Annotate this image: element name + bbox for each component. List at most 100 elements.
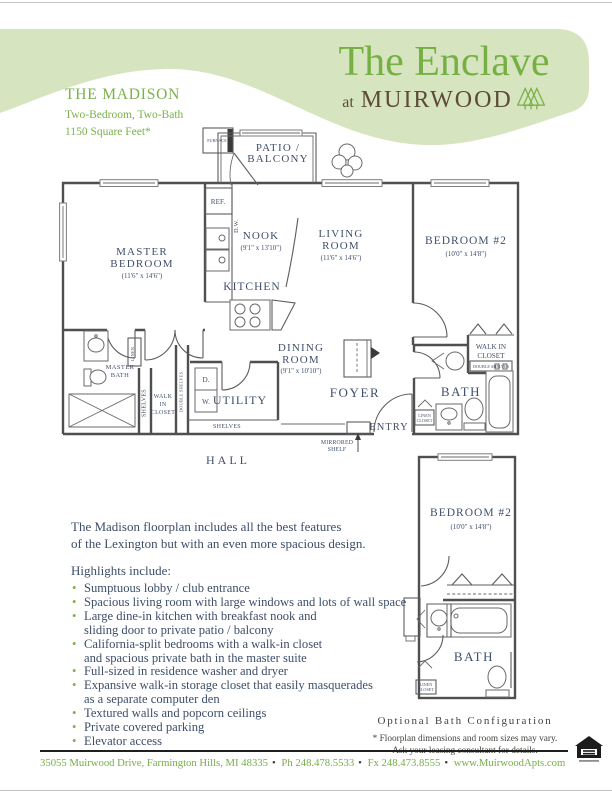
foyer-closet: [343, 339, 380, 378]
plan-type: Two-Bedroom, Two-Bath: [65, 109, 184, 121]
floor-plan-main: FURNACE PATIO / BALCONY: [59, 127, 520, 467]
highlight-item: Large dine-in kitchen with breakfast noo…: [71, 609, 417, 638]
tree-icon: [331, 143, 363, 178]
walkin-label-2: IN: [160, 402, 167, 408]
brand-at: at: [342, 94, 354, 112]
brand-block: The Enclave at MUIRWOOD: [322, 40, 566, 114]
optional-plan-caption: Optional Bath Configuration: [377, 715, 553, 727]
room-label-dining-1: DINING: [278, 342, 324, 354]
footnote-line-1: * Floorplan dimensions and room sizes ma…: [372, 734, 558, 744]
furnace-label: FURNACE: [207, 138, 227, 143]
highlight-item: Elevator access: [71, 734, 417, 749]
room-label-foyer: FOYER: [330, 385, 381, 400]
highlight-item: Expansive walk-in storage closet that ea…: [71, 678, 417, 707]
equal-housing-logo: [575, 736, 603, 762]
walkin2-label-1: WALK IN: [476, 343, 507, 351]
room-label-utility: UTILITY: [213, 393, 267, 407]
master-bath-fixtures: [68, 330, 136, 428]
floor-plan-optional: BEDROOM #2 (10'0" x 14'8") BATH LINEN CL…: [403, 453, 517, 700]
highlight-item: Full-sized in residence washer and dryer: [71, 665, 417, 680]
windows: [59, 179, 490, 262]
optional-windows: [437, 453, 493, 461]
optional-linen-label-1: LINEN: [420, 682, 433, 687]
footer-website-link[interactable]: www.MuirwoodApts.com: [440, 757, 565, 769]
double-shelves-vertical-label: DOUBLE SHELVES: [179, 371, 184, 412]
dishwasher-label: D.W.: [234, 219, 240, 233]
hall-label: HALL: [206, 453, 250, 467]
optional-door-swings: [416, 555, 450, 663]
optional-bedroom2-dims: (10'0" x 14'8"): [451, 523, 493, 531]
room-dims-nook: (9'1" x 13'10"): [241, 244, 283, 252]
entry-label: ENTRY: [369, 422, 408, 433]
ref-label: REF.: [211, 198, 226, 206]
plan-header: THE MADISON Two-Bedroom, Two-Bath 1150 S…: [65, 86, 183, 140]
kitchen-fixtures: REF. D.W.: [204, 183, 299, 331]
room-dims-master: (11'6" x 14'6"): [122, 272, 163, 280]
footer-rule: [40, 750, 568, 752]
room-dims-living: (11'6" x 14'6"): [321, 254, 362, 262]
optional-bath-label: BATH: [454, 649, 494, 664]
bath2-fixtures: [414, 323, 514, 433]
patio-balcony: FURNACE PATIO / BALCONY: [202, 127, 363, 186]
plan-type-size: Two-Bedroom, Two-Bath 1150 Square Feet*: [65, 107, 183, 140]
outer-walls: [61, 181, 520, 436]
mirrored-shelf-label-1: MIRRORED: [321, 440, 353, 446]
optional-bedroom2-label: BEDROOM #2: [430, 507, 512, 519]
room-label-master-bath-2: BATH: [111, 372, 130, 379]
dryer-label: D.: [203, 376, 210, 384]
mirrored-shelf-arrow: [355, 433, 361, 452]
brand-subtitle: at MUIRWOOD: [322, 86, 566, 114]
room-label-master-bath-1: MASTER: [106, 364, 135, 371]
brand-name: MUIRWOOD: [360, 87, 513, 114]
walkin2-label-2: CLOSET: [477, 352, 505, 360]
room-label-living-1: LIVING: [318, 228, 363, 240]
walkin-label-3: CLOSET: [151, 410, 176, 416]
footer-phone: Ph 248.478.5533: [268, 757, 354, 769]
mirrored-shelf-label-2: SHELF: [328, 447, 347, 453]
shelves-horizontal-label: SHELVES: [213, 424, 241, 430]
room-label-nook: NOOK: [243, 230, 280, 242]
patio-label-1: PATIO /: [256, 142, 300, 154]
description-block: The Madison floorplan includes all the b…: [71, 519, 417, 749]
highlight-item: Spacious living room with large windows …: [71, 595, 417, 610]
utility-fixtures: [194, 367, 218, 413]
room-dims-bedroom2: (10'0" x 14'8"): [446, 250, 488, 258]
patio-label-2: BALCONY: [247, 153, 309, 165]
highlight-item: Sumptuous lobby / club entrance: [71, 581, 417, 596]
room-label-master-2: BEDROOM: [110, 258, 173, 270]
room-label-living-2: ROOM: [322, 240, 360, 252]
brand-title: The Enclave: [338, 39, 550, 85]
room-label-dining-2: ROOM: [282, 354, 320, 366]
room-label-kitchen: KITCHEN: [223, 281, 280, 293]
header-wave: [0, 29, 589, 146]
room-dims-dining: (9'1" x 10'10"): [281, 367, 323, 375]
intro-paragraph: The Madison floorplan includes all the b…: [71, 519, 366, 551]
pine-trees-icon: [516, 87, 546, 110]
footer-fax: Fx 248.473.8555: [354, 757, 440, 769]
room-label-bedroom2: BEDROOM #2: [425, 235, 507, 247]
washer-label: W.: [202, 398, 210, 406]
optional-bath-fixtures: [415, 603, 512, 698]
footer: 35055 Muirwood Drive, Farmington Hills, …: [40, 757, 570, 769]
highlight-item: Private covered parking: [71, 720, 417, 735]
room-label-bath2: BATH: [441, 384, 481, 399]
linen-closet-label-2: CLOSET: [417, 418, 433, 423]
linen-closet-label-1: LINEN: [418, 413, 431, 418]
optional-walls: [403, 573, 515, 688]
page-top-edge: [0, 2, 612, 3]
double-shelves-boxed-label: DOUBLE SHELVES: [473, 364, 510, 369]
interior-walls: [63, 183, 486, 435]
walkin-label-1: WALK: [154, 394, 173, 400]
footer-address: 35055 Muirwood Drive, Farmington Hills, …: [40, 757, 268, 769]
room-label-master-1: MASTER: [116, 246, 168, 258]
plan-name: THE MADISON: [65, 86, 181, 103]
plan-size: 1150 Square Feet*: [65, 125, 151, 138]
highlight-item: Textured walls and popcorn ceilings: [71, 706, 417, 721]
optional-linen-label-2: CLOSET: [418, 687, 434, 692]
highlight-item: California-split bedrooms with a walk-in…: [71, 637, 417, 666]
linen-label: LINEN: [130, 346, 135, 361]
highlights-heading: Highlights include:: [71, 563, 172, 578]
highlights-list: Sumptuous lobby / club entrance Spacious…: [71, 581, 417, 749]
shelves-vertical-label: SHELVES: [142, 389, 148, 417]
